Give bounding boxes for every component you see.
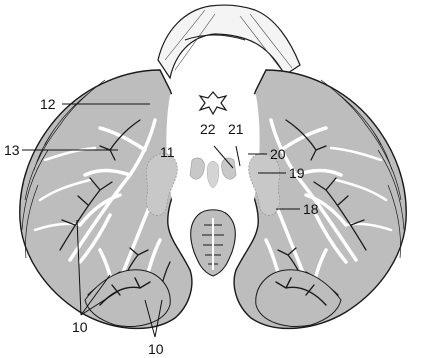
- label-13: 13: [4, 142, 20, 158]
- label-21: 21: [228, 121, 244, 137]
- left-dentate-nucleus: [146, 153, 177, 215]
- cerebellar-peduncles: [158, 5, 300, 78]
- label-18: 18: [303, 201, 319, 217]
- right-dentate-nucleus: [249, 153, 280, 215]
- label-19: 19: [289, 165, 305, 181]
- label-11: 11: [160, 144, 175, 160]
- label-22: 22: [200, 121, 216, 137]
- label-10-bottom: 10: [148, 341, 164, 357]
- label-12: 12: [40, 96, 56, 112]
- label-20: 20: [270, 146, 286, 162]
- label-10-left: 10: [72, 319, 88, 335]
